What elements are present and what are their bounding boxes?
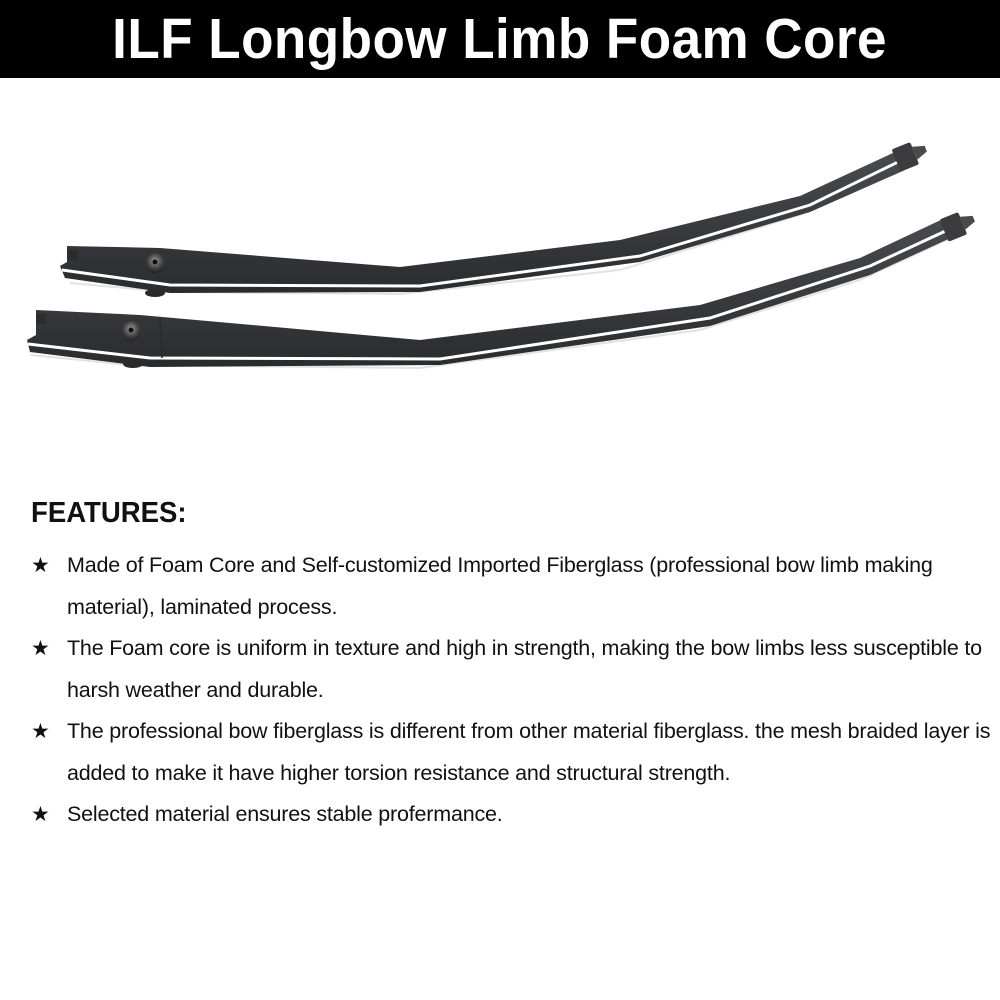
feature-list: ★ Made of Foam Core and Self-customized … <box>31 545 996 836</box>
feature-item: ★ Selected material ensures stable profe… <box>31 794 996 836</box>
feature-item: ★ The professional bow fiberglass is dif… <box>31 711 996 794</box>
feature-text: The professional bow fiberglass is diffe… <box>67 719 991 785</box>
feature-text: Made of Foam Core and Self-customized Im… <box>67 553 933 619</box>
star-icon: ★ <box>31 637 50 660</box>
star-icon: ★ <box>31 803 50 826</box>
bow-limb-upper <box>60 142 927 297</box>
feature-text: Selected material ensures stable proferm… <box>67 802 503 826</box>
star-icon: ★ <box>31 720 50 743</box>
feature-text: The Foam core is uniform in texture and … <box>67 636 982 702</box>
feature-item: ★ Made of Foam Core and Self-customized … <box>31 545 996 628</box>
bow-limb-lower <box>27 212 975 370</box>
product-image-bow-limbs <box>0 110 1000 400</box>
feature-item: ★ The Foam core is uniform in texture an… <box>31 628 996 711</box>
star-icon: ★ <box>31 554 50 577</box>
title-banner: ILF Longbow Limb Foam Core <box>0 0 1000 78</box>
page-title: ILF Longbow Limb Foam Core <box>112 6 888 71</box>
features-heading: FEATURES: <box>31 497 187 529</box>
